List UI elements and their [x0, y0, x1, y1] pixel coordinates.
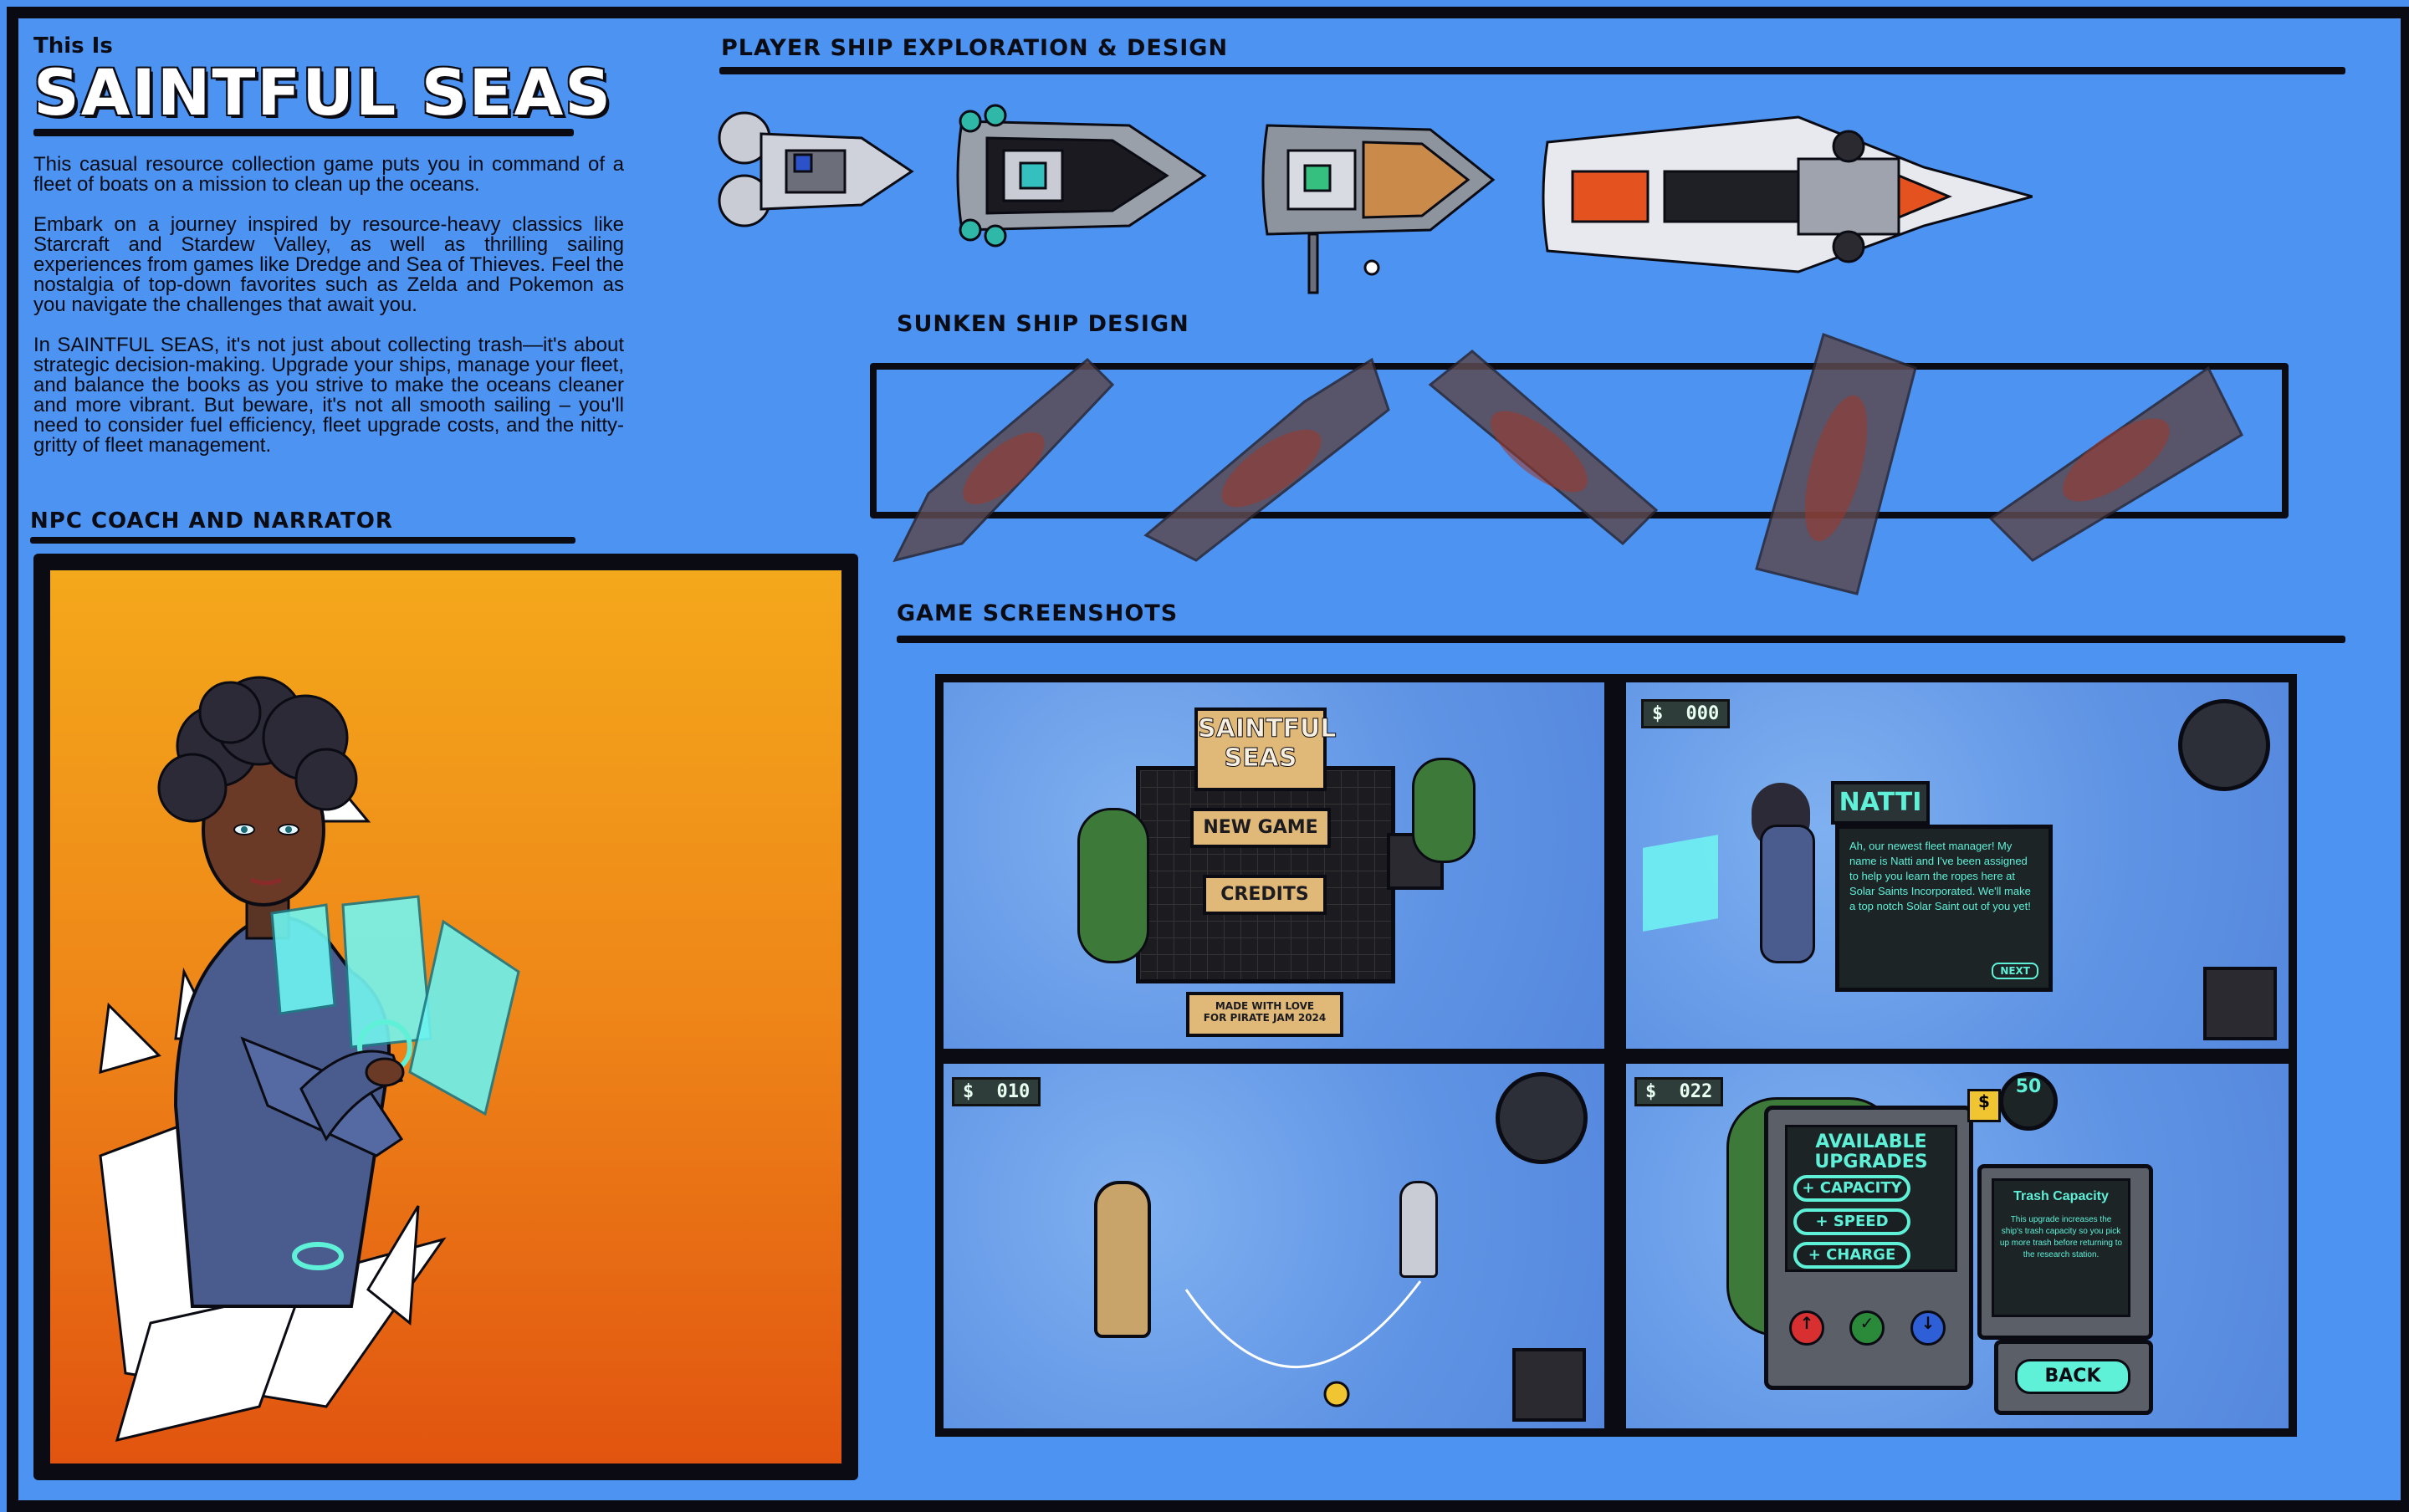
upgrades-title-1: AVAILABLE	[1815, 1131, 1927, 1152]
back-button-frame: BACK	[1994, 1340, 2153, 1415]
screenshots-rule	[897, 636, 2345, 643]
upgrade-cost-badge: 50	[1999, 1072, 2058, 1131]
screenshot-dialog: $ 000 NATTI Ah, our newest fleet manager…	[1626, 682, 2289, 1049]
title-rule	[33, 129, 574, 136]
screenshots-grid: SAINTFUL SEAS NEW GAME CREDITS MADE WITH…	[935, 674, 2297, 1437]
back-button[interactable]: BACK	[2015, 1359, 2130, 1394]
description-paragraph-1: This casual resource collection game put…	[33, 153, 624, 196]
menu-tree-right	[1412, 758, 1476, 863]
money-value: 000	[1685, 703, 1720, 724]
game-title: SAINTFUL SEAS	[33, 55, 613, 130]
upgrade-info-panel: Trash Capacity This upgrade increases th…	[1977, 1164, 2153, 1340]
money-counter: $ 000	[1641, 699, 1731, 728]
sunken-ships-row	[893, 333, 2243, 595]
money-counter: $ 010	[952, 1077, 1041, 1106]
npc-portrait-body	[1760, 825, 1815, 963]
next-button[interactable]: NEXT	[1992, 963, 2038, 979]
credits-label: CREDITS	[1220, 884, 1309, 905]
npc-section-rule	[30, 537, 575, 544]
upgrade-info-screen: Trash Capacity This upgrade increases th…	[1992, 1178, 2130, 1317]
npc-art-background	[50, 570, 841, 1463]
speed-upgrade-button[interactable]: + SPEED	[1793, 1208, 1910, 1235]
tow-line	[1184, 1280, 1422, 1407]
menu-tree-left	[1077, 808, 1149, 963]
upgrades-title-2: UPGRADES	[1814, 1152, 1928, 1172]
minimap-icon	[1512, 1348, 1586, 1422]
upgrade-info-text: This upgrade increases the ship's trash …	[1999, 1215, 2123, 1259]
speaker-name-box: NATTI	[1831, 781, 1930, 825]
player-ship-3	[1261, 124, 1496, 294]
money-counter: $ 022	[1634, 1077, 1724, 1106]
money-symbol: $	[1645, 1081, 1657, 1102]
logo-line-1: SAINTFUL	[1198, 714, 1337, 744]
sunken-ship-strip	[870, 363, 2289, 518]
money-symbol: $	[963, 1081, 974, 1102]
charge-upgrade-button[interactable]: + CHARGE	[1793, 1242, 1910, 1269]
speaker-name: NATTI	[1839, 788, 1922, 817]
intro-text: This Is	[33, 33, 113, 59]
player-ship-2	[956, 104, 1207, 248]
game-description: This casual resource collection game put…	[33, 155, 624, 476]
capacity-upgrade-button[interactable]: + CAPACITY	[1793, 1175, 1910, 1202]
money-symbol: $	[1652, 703, 1664, 724]
made-with-love-sign: MADE WITH LOVE FOR PIRATE JAM 2024	[1186, 992, 1343, 1037]
new-game-button[interactable]: NEW GAME	[1190, 808, 1331, 848]
screenshot-main-menu: SAINTFUL SEAS NEW GAME CREDITS MADE WITH…	[944, 682, 1604, 1049]
made-with-line-1: MADE WITH LOVE	[1215, 1000, 1315, 1012]
npc-art-panel	[33, 554, 858, 1480]
player-ship-1	[718, 111, 914, 227]
upgrade-info-title: Trash Capacity	[2013, 1189, 2109, 1203]
screenshots-heading: GAME SCREENSHOTS	[897, 600, 1179, 626]
made-with-line-2: FOR PIRATE JAM 2024	[1203, 1012, 1327, 1024]
npc-illustration	[99, 676, 520, 1443]
confirm-check-icon[interactable]: ✓	[1849, 1310, 1885, 1346]
new-game-label: NEW GAME	[1203, 817, 1318, 838]
logo-line-2: SEAS	[1224, 743, 1297, 774]
back-button-label: BACK	[2044, 1366, 2101, 1387]
description-paragraph-3: In SAINTFUL SEAS, it's not just about co…	[33, 334, 624, 457]
radar-icon	[1496, 1072, 1588, 1164]
player-ship-heading: PLAYER SHIP EXPLORATION & DESIGN	[721, 35, 1229, 61]
player-boat[interactable]	[1094, 1181, 1151, 1338]
screenshot-gameplay: $ 010	[944, 1064, 1604, 1428]
money-value: 010	[996, 1081, 1031, 1102]
screenshot-upgrades: $ 022 AVAILABLE UPGRADES + CAPACITY + SP…	[1626, 1064, 2289, 1428]
player-ship-rule	[719, 67, 2345, 74]
down-arrow-icon[interactable]: ↓	[1910, 1310, 1946, 1346]
player-ships-row	[718, 104, 2033, 294]
player-ship-4	[1542, 115, 2033, 273]
menu-logo: SAINTFUL SEAS	[1194, 707, 1337, 791]
money-value: 022	[1679, 1081, 1713, 1102]
cost-currency-icon: $	[1967, 1089, 2001, 1122]
radar-icon	[2178, 699, 2270, 791]
fleet-boat[interactable]	[1399, 1181, 1438, 1278]
npc-holo-panel	[1643, 835, 1718, 932]
upgrades-panel: AVAILABLE UPGRADES + CAPACITY + SPEED + …	[1764, 1106, 1973, 1390]
description-paragraph-2: Embark on a journey inspired by resource…	[33, 213, 624, 316]
sunken-ship-heading: SUNKEN SHIP DESIGN	[897, 311, 1189, 337]
dialog-box: Ah, our newest fleet manager! My name is…	[1835, 825, 2053, 992]
npc-section-heading: NPC COACH AND NARRATOR	[30, 508, 393, 534]
dialog-text: Ah, our newest fleet manager! My name is…	[1849, 840, 2031, 912]
minimap-icon	[2203, 967, 2277, 1040]
up-arrow-icon[interactable]: ↑	[1789, 1310, 1824, 1346]
credits-button[interactable]: CREDITS	[1203, 875, 1327, 915]
